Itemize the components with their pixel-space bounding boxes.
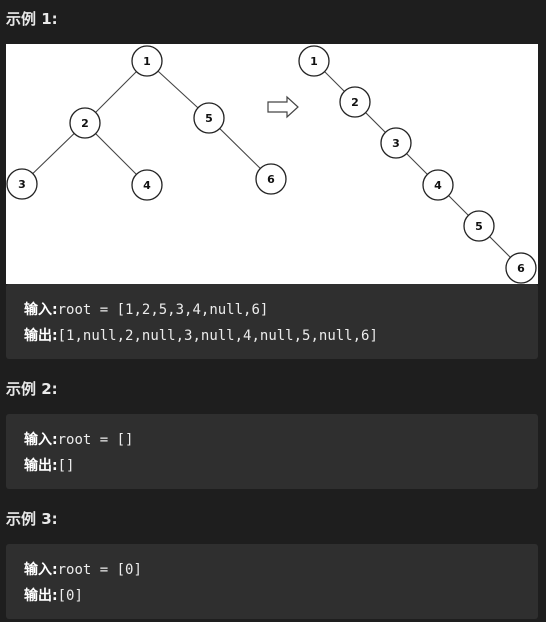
example-3-code-block: 输入:root = [0] 输出:[0] [6,544,538,619]
right-chain-node-6: 6 [505,252,537,284]
right-arrow-icon [267,95,299,119]
output-label: 输出: [24,588,58,604]
example-2-code-block: 输入:root = [] 输出:[] [6,414,538,489]
svg-text:6: 6 [267,173,275,186]
input-value: root = [] [57,432,134,448]
left-tree-node-2: 2 [69,107,101,139]
example-3-heading: 示例 3: [6,510,58,528]
input-label: 输入: [24,562,58,578]
input-label: 输入: [24,302,58,318]
left-tree-node-3: 3 [6,168,38,200]
example-3-input-line: 输入:root = [0] [24,559,142,579]
left-tree-node-5: 5 [193,102,225,134]
svg-text:6: 6 [517,262,525,275]
left-tree-edges [21,60,272,186]
output-value: [0] [57,588,83,604]
example-1-input-line: 输入:root = [1,2,5,3,4,null,6] [24,299,268,319]
left-tree-node-4: 4 [131,169,163,201]
svg-text:3: 3 [392,137,400,150]
left-tree-node-6: 6 [255,163,287,195]
right-chain-node-5: 5 [463,210,495,242]
svg-text:4: 4 [143,179,151,192]
right-chain-node-2: 2 [339,86,371,118]
svg-text:5: 5 [205,112,213,125]
output-value: [1,null,2,null,3,null,4,null,5,null,6] [57,328,378,344]
example-1-tree-figure: 1 2 5 3 4 6 1 2 3 4 5 6 [6,44,538,284]
input-value: root = [1,2,5,3,4,null,6] [57,302,269,318]
example-1-code-block: 输入:root = [1,2,5,3,4,null,6] 输出:[1,null,… [6,284,538,359]
right-chain-node-3: 3 [380,127,412,159]
right-chain-node-1: 1 [298,45,330,77]
output-label: 输出: [24,458,58,474]
example-2-input-line: 输入:root = [] [24,429,133,449]
svg-text:5: 5 [475,220,483,233]
right-chain-node-4: 4 [422,169,454,201]
example-1-output-line: 输出:[1,null,2,null,3,null,4,null,5,null,6… [24,325,378,345]
svg-text:4: 4 [434,179,442,192]
example-2-output-line: 输出:[] [24,455,74,475]
svg-text:2: 2 [81,117,89,130]
example-2-heading: 示例 2: [6,380,58,398]
example-3-output-line: 输出:[0] [24,585,83,605]
input-label: 输入: [24,432,58,448]
output-label: 输出: [24,328,58,344]
left-tree-node-1: 1 [131,45,163,77]
example-1-heading: 示例 1: [6,10,58,28]
output-value: [] [57,458,75,474]
svg-text:1: 1 [143,55,151,68]
svg-text:1: 1 [310,55,318,68]
input-value: root = [0] [57,562,142,578]
svg-text:3: 3 [18,178,26,191]
svg-text:2: 2 [351,96,359,109]
